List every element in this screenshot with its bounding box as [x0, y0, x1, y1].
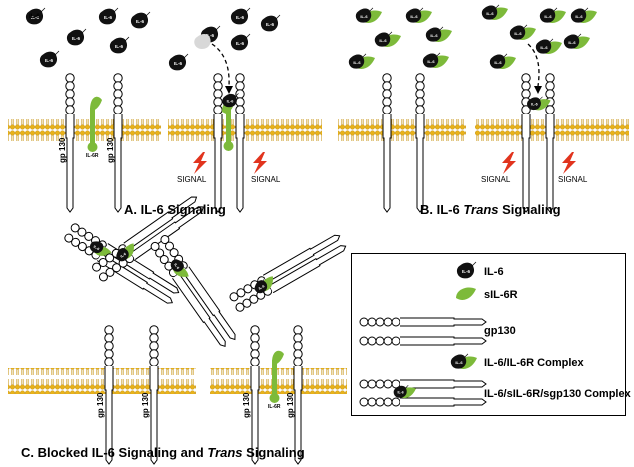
- il6-sil6r-complex: [426, 27, 452, 42]
- panel-c: [8, 193, 349, 465]
- gp130-receptor: [521, 73, 531, 213]
- il6-sil6r-complex: [375, 32, 401, 47]
- gp130-receptor: [293, 325, 303, 465]
- il6-text: IL-6: [29, 14, 40, 20]
- gp130-label: gp 130: [58, 137, 67, 163]
- gp130-receptor: [65, 73, 75, 213]
- il6-ligand: [130, 11, 151, 29]
- il6-ligand: [66, 28, 87, 46]
- signal-bolt: [253, 152, 267, 174]
- gp130-label: gp 130: [96, 392, 105, 418]
- legend-gp130-label: gp130: [484, 325, 516, 337]
- legend-sil6r-label: sIL-6R: [484, 289, 518, 301]
- il6-ligand: [230, 33, 251, 51]
- gp130-receptor: [382, 73, 392, 213]
- il6-sil6r-complex: [490, 54, 516, 69]
- gp130-label: gp 130: [141, 392, 150, 418]
- il6-ligand: [260, 14, 281, 32]
- il6-ligand: [230, 7, 251, 25]
- cell-membrane: [338, 115, 466, 141]
- binding-arrow: [211, 43, 230, 87]
- signal-bolt: [562, 152, 576, 174]
- il6-sil6r-complex: [406, 8, 432, 23]
- gp130-receptor: [113, 73, 123, 213]
- legend-sgp130-complex-label: IL-6/sIL-6R/sgp130 Complex: [484, 388, 631, 400]
- il6-sil6r-complex: [482, 5, 508, 20]
- gp130-label: gp 130: [106, 137, 115, 163]
- il6r-receptor: [269, 350, 284, 403]
- cell-membrane: [210, 368, 347, 394]
- panel-b: [338, 5, 629, 213]
- il6-ligand: [109, 36, 130, 54]
- legend-il6-label: IL-6: [484, 266, 504, 278]
- signal-label: SIGNAL: [177, 175, 207, 184]
- gp130-receptor: [213, 73, 223, 213]
- bound-il6: [222, 92, 239, 108]
- signal-label: SIGNAL: [558, 175, 588, 184]
- il6-sil6r-complex: [564, 34, 590, 49]
- gp130-receptor: [545, 73, 555, 213]
- cell-membrane: [168, 115, 322, 141]
- panel-a: [8, 7, 322, 213]
- panel-b-title: B. IL-6 Trans Signaling: [420, 202, 561, 217]
- il6r-receptor: [87, 96, 102, 152]
- il6-sil6r-complex: [356, 8, 382, 23]
- il6-sil6r-complex: [540, 8, 566, 23]
- gp130-receptor: [104, 325, 114, 465]
- sgp130-complex: [228, 231, 349, 314]
- il6-sil6r-complex: [423, 53, 449, 68]
- gp130-receptor: [149, 325, 159, 465]
- gp130-receptor: [250, 325, 260, 465]
- il6-ligand: [39, 50, 60, 68]
- arrow-head: [534, 86, 542, 94]
- il6-sil6r-complex: [510, 25, 536, 40]
- il6r-label: IL-6R: [86, 153, 99, 159]
- gp130-label: gp 130: [242, 392, 251, 418]
- signal-bolt: [502, 152, 516, 174]
- signal-label: SIGNAL: [481, 175, 511, 184]
- cell-membrane: [8, 368, 196, 394]
- il6r-label: IL-6R: [268, 404, 281, 410]
- gp130-receptor: [415, 73, 425, 213]
- signal-label: SIGNAL: [251, 175, 281, 184]
- legend-box: [351, 253, 626, 416]
- il6-ghost: [194, 34, 211, 49]
- il6-sil6r-complex: [571, 8, 597, 23]
- binding-arrow: [527, 43, 540, 87]
- signal-bolt: [193, 152, 207, 174]
- cell-membrane: [8, 115, 161, 141]
- legend-complex-label: IL-6/IL-6R Complex: [484, 357, 584, 369]
- panel-c-title: C. Blocked IL-6 Signaling and Trans Sign…: [21, 445, 305, 460]
- sgp130-complex: [149, 233, 239, 350]
- il6-sil6r-complex: [536, 39, 562, 54]
- gp130-label: gp 130: [286, 392, 295, 418]
- il6-ligand: [98, 7, 119, 25]
- panel-a-title: A. IL-6 Signaling: [124, 202, 226, 217]
- il6-sil6r-complex: [349, 54, 375, 69]
- arrow-head: [225, 86, 233, 94]
- il6-ligand: [168, 53, 189, 71]
